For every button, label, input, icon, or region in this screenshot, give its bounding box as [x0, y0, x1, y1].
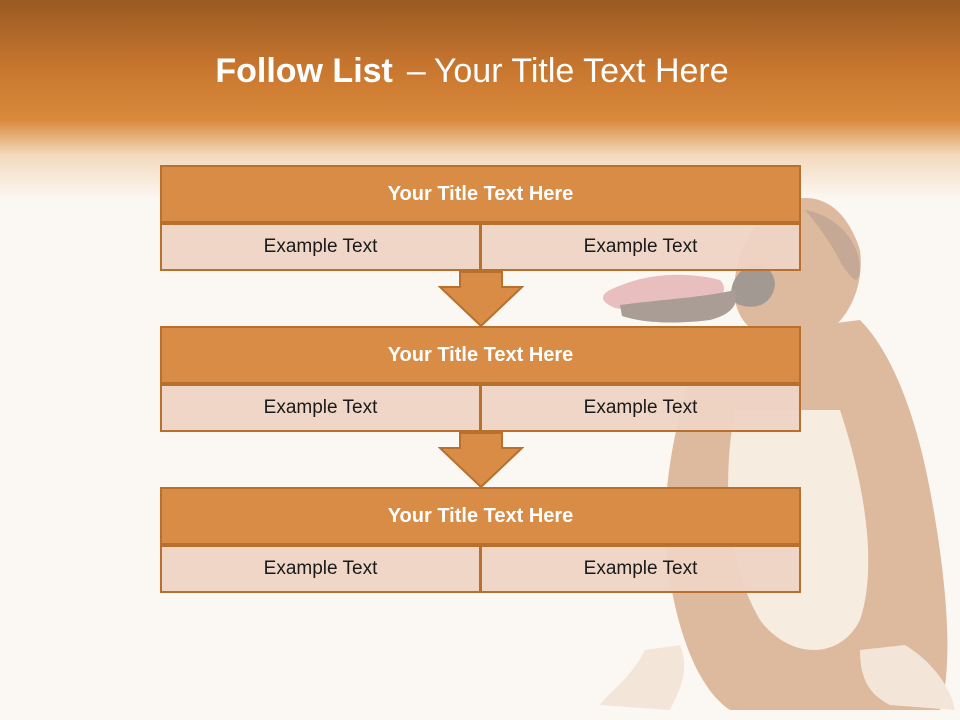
step-cell-right: Example Text — [480, 223, 801, 271]
title-rest-part: Your Title Text Here — [433, 52, 729, 90]
down-arrow-icon — [438, 432, 524, 488]
slide-title: Follow List–Your Title Text Here — [0, 52, 944, 91]
step-title: Your Title Text Here — [160, 326, 801, 384]
step-cell-left: Example Text — [160, 545, 481, 593]
step-cell-right: Example Text — [480, 545, 801, 593]
step-cell-left: Example Text — [160, 223, 481, 271]
step-block-1: Your Title Text Here Example Text Exampl… — [160, 165, 801, 271]
bulldog-background-image — [600, 198, 955, 710]
step-title: Your Title Text Here — [160, 165, 801, 223]
step-title: Your Title Text Here — [160, 487, 801, 545]
down-arrow-icon — [438, 271, 524, 327]
step-block-2: Your Title Text Here Example Text Exampl… — [160, 326, 801, 432]
title-separator: – — [406, 52, 426, 90]
step-cell-left: Example Text — [160, 384, 481, 432]
step-block-3: Your Title Text Here Example Text Exampl… — [160, 487, 801, 593]
step-cell-right: Example Text — [480, 384, 801, 432]
title-bold-part: Follow List — [215, 52, 393, 90]
